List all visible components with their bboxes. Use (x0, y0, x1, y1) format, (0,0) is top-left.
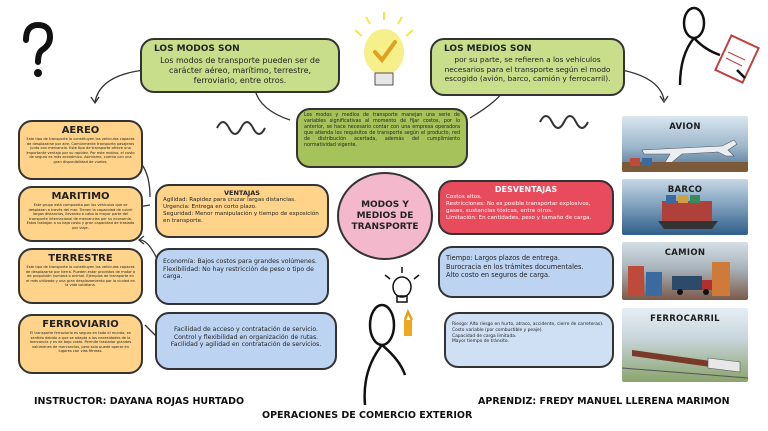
ventajas-line: Seguridad: Menor manipulación y tiempo d… (163, 211, 319, 224)
desv-terrestre-line: Tiempo: Largos plazos de entrega. (446, 254, 560, 262)
desv-ferro-line: Costo variable (por combustible y peaje)… (452, 327, 543, 333)
photo-label: FERROCARRIL (650, 314, 720, 324)
center-title: MODOS Y MEDIOS DE TRANSPORTE (351, 199, 419, 232)
ventajas-terrestre-box: Economía: Bajos costos para grandes volú… (155, 248, 329, 305)
student-label: APRENDIZ: FREDY MANUEL LLERENA MARIMON (478, 396, 730, 407)
photo-camion: CAMION (622, 242, 748, 300)
mode-title: MARITIMO (51, 191, 110, 202)
desv-ferro-line: Riesgo: Alto riesgo en hurto, atraco, ac… (452, 322, 604, 327)
ventajas-terrestre-line: Flexibilidad: No hay restricción de peso… (163, 265, 314, 281)
photo-barco: BARCO (622, 179, 748, 235)
ventajas-ferro-box: Facilidad de acceso y contratación de se… (155, 312, 337, 370)
desventajas-title: DESVENTAJAS (494, 185, 558, 194)
medios-text: por su parte, se refieren a los vehículo… (444, 55, 611, 84)
mode-box-terrestre: TERRESTRE Este tipo de transporte lo con… (18, 248, 143, 304)
ventajas-ferro-line: Control y flexibilidad en organización d… (173, 333, 319, 341)
person-clipboard-icon (678, 6, 760, 86)
desv-ferro-line: Capacidad de carga limitada. (452, 333, 517, 339)
lightbulb-check-icon (354, 12, 414, 86)
desventajas-line: Limitación: En cantidades, peso y tamaño… (446, 215, 592, 221)
center-circle: MODOS Y MEDIOS DE TRANSPORTE (337, 172, 433, 260)
photo-ferrocarril: FERROCARRIL (622, 308, 748, 382)
desv-ferro-box: Riesgo: Alto riesgo en hurto, atraco, ac… (444, 312, 614, 368)
ventajas-line: Agilidad: Rapidez para cruzar largas dis… (163, 197, 296, 203)
photo-label: CAMION (664, 248, 706, 258)
desventajas-line: Restricciones: No es posible transportar… (446, 201, 591, 214)
person-thinking-icon (363, 303, 414, 406)
ventajas-terrestre-line: Economía: Bajos costos para grandes volú… (163, 258, 317, 265)
desv-ferro-line: Mayor tiempo de tránsito. (452, 339, 509, 345)
ventajas-ferro-line: Facilidad de acceso y contratación de se… (174, 326, 318, 333)
ship-icon (658, 195, 718, 229)
mode-text: Este grupo está compuesto por los vehícu… (26, 203, 135, 230)
desv-terrestre-box: Tiempo: Largos plazos de entrega. Burocr… (438, 246, 614, 298)
photo-label: BARCO (667, 185, 703, 195)
mode-text: El transporte ferroviario es seguro en t… (29, 331, 132, 354)
mode-title: TERRESTRE (48, 253, 113, 264)
intro-text: Los modos y medios de transporte manejan… (304, 113, 460, 148)
instructor-label: INSTRUCTOR: DAYANA ROJAS HURTADO (34, 396, 245, 407)
airplane-icon (622, 139, 748, 172)
photo-avion: AVION (622, 116, 748, 172)
mode-box-maritimo: MARITIMO Este grupo está compuesto por l… (18, 186, 143, 242)
course-label: OPERACIONES DE COMERCIO EXTERIOR (262, 410, 473, 421)
photo-label: AVION (669, 122, 701, 132)
mode-box-ferroviario: FERROVIARIO El transporte ferroviario es… (18, 314, 143, 374)
spring-icon (216, 115, 589, 135)
ventajas-ferro-line: Facilidad y agilidad en contratación de … (170, 341, 322, 349)
desventajas-line: Costos altos. (446, 194, 482, 200)
modos-text: Los modos de transporte pueden ser de ca… (160, 56, 320, 85)
question-mark-icon (23, 21, 54, 77)
desv-terrestre-line: Burocracia en los trámites documentales. (446, 262, 584, 271)
train-icon (622, 350, 748, 379)
modos-title: LOS MODOS SON (154, 44, 240, 54)
modos-box: LOS MODOS SON Los modos de transporte pu… (140, 38, 340, 93)
ventajas-box: VENTAJAS Agilidad: Rapidez para cruzar l… (155, 184, 329, 238)
ventajas-line: Urgencia: Entrega en corto plazo. (163, 204, 257, 210)
medios-title: LOS MEDIOS SON (444, 44, 532, 54)
mode-box-aereo: AEREO Este tipo de transporte lo constit… (18, 120, 143, 180)
truck-icon (628, 262, 730, 296)
medios-box: LOS MEDIOS SON por su parte, se refieren… (430, 38, 625, 96)
intro-box: Los modos y medios de transporte manejan… (296, 108, 468, 168)
mode-text: Este tipo de transporte lo constituyen l… (25, 265, 136, 288)
mode-title: FERROVIARIO (42, 319, 119, 330)
desv-terrestre-line: Alto costo en seguros de carga. (446, 271, 551, 280)
ventajas-title: VENTAJAS (223, 189, 260, 197)
lightbulb-idea-icon (384, 267, 420, 303)
mode-title: AEREO (61, 125, 100, 136)
mode-text: Este tipo de transporte lo constituyen l… (26, 137, 135, 164)
desventajas-box: DESVENTAJAS Costos altos. Restricciones:… (438, 180, 614, 235)
